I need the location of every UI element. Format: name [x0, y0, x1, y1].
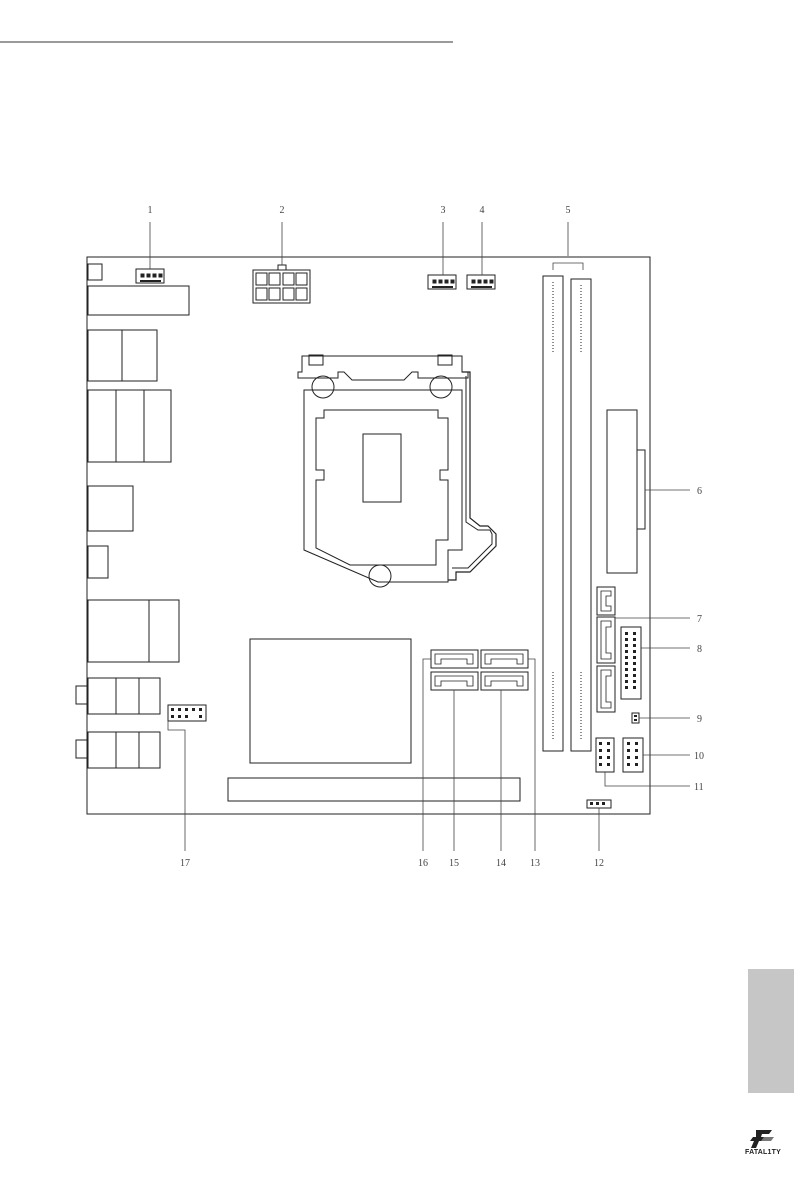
- callout-3: 3: [441, 205, 446, 216]
- chipset: [250, 639, 411, 763]
- callout-9: 9: [697, 714, 702, 725]
- io-audio-stack-2: [76, 732, 160, 768]
- fatal1ty-logo-icon: [738, 1128, 788, 1150]
- logo-wordmark: FATAL1TY: [738, 1149, 788, 1156]
- callout-13: 13: [530, 858, 540, 869]
- dimm-slot-2: [571, 279, 591, 751]
- chassis-fan-header-4: [467, 275, 495, 289]
- side-language-tab: [748, 969, 794, 1093]
- io-usb-stack-2: [88, 390, 171, 462]
- callout-8: 8: [697, 644, 702, 655]
- io-audio-stack-1: [76, 678, 160, 714]
- sata-connector-13: [481, 650, 528, 668]
- cpu-socket: [298, 355, 496, 587]
- callout-17: 17: [180, 858, 190, 869]
- io-lan-port: [88, 486, 133, 531]
- io-usb-stack-3: [88, 600, 179, 662]
- sata-connector-14: [481, 672, 528, 690]
- usb2-header: [596, 738, 614, 772]
- board-outline: [87, 257, 650, 814]
- sata-connector-15: [431, 672, 478, 690]
- chassis-fan-header-3: [428, 275, 456, 289]
- clear-cmos-jumper: [632, 713, 639, 723]
- callout-11: 11: [694, 782, 704, 793]
- callout-2: 2: [280, 205, 285, 216]
- io-small-port: [88, 264, 102, 280]
- io-small-block: [88, 546, 108, 578]
- sata-connector-16: [431, 650, 478, 668]
- atx-12v-connector: [253, 265, 310, 303]
- callout-16: 16: [418, 858, 428, 869]
- pcie-slot: [228, 778, 520, 801]
- dimm-slot-1: [543, 276, 563, 751]
- callout-1: 1: [148, 205, 153, 216]
- speaker-header: [587, 800, 611, 808]
- callout-14: 14: [496, 858, 506, 869]
- callout-12: 12: [594, 858, 604, 869]
- callout-7: 7: [697, 614, 702, 625]
- callout-numbers: 1 2 3 4 5 6 7 8 9 10 11 17 16 15 14 13 1…: [148, 205, 705, 869]
- callout-6: 6: [697, 486, 702, 497]
- sata-connectors-vertical: [597, 587, 615, 712]
- front-panel-header: [623, 738, 643, 772]
- fatal1ty-logo: FATAL1TY: [738, 1128, 788, 1164]
- atx-power-connector: [607, 410, 645, 573]
- callout-10: 10: [694, 751, 704, 762]
- callout-15: 15: [449, 858, 459, 869]
- io-usb-stack-1: [88, 330, 157, 381]
- front-audio-header: [168, 705, 206, 721]
- callout-4: 4: [480, 205, 485, 216]
- io-connector-block: [88, 286, 189, 315]
- usb3-header: [621, 627, 641, 699]
- callout-5: 5: [566, 205, 571, 216]
- cpu-fan-header: [136, 269, 164, 283]
